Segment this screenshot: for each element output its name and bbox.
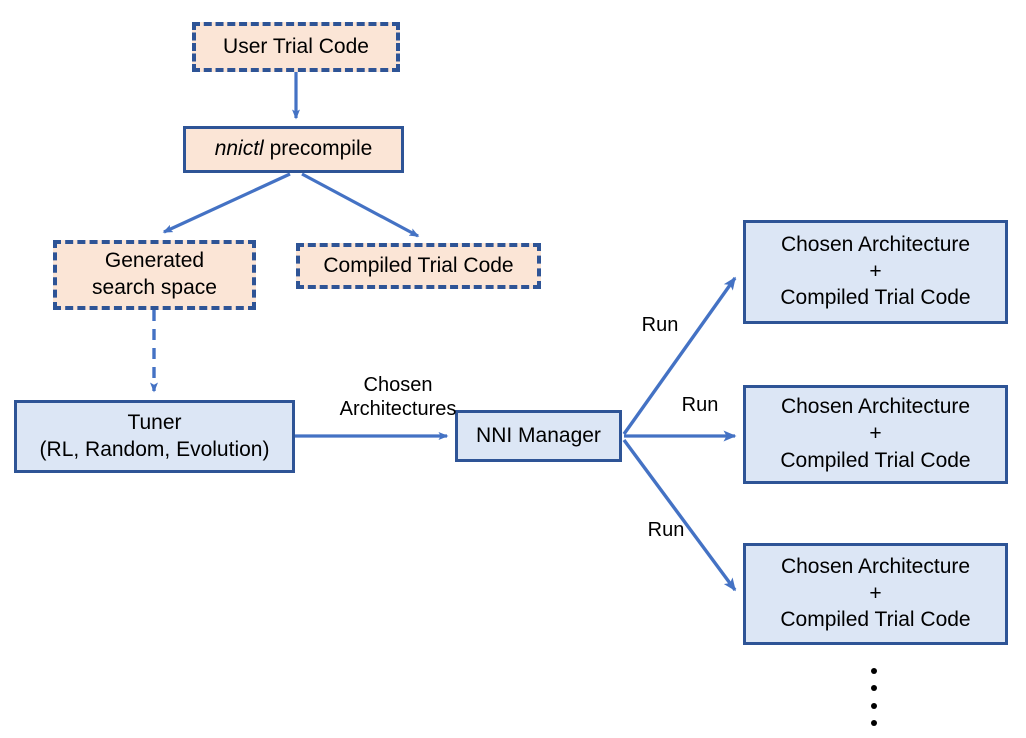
node-trial-3[interactable]: Chosen Architecture + Compiled Trial Cod… [743,543,1008,645]
ellipsis-dot [871,685,877,692]
edge-label-run-3: Run [647,519,685,541]
node-trial-1-line1: Chosen Architecture [780,232,971,256]
node-generated-search-space[interactable]: Generated search space [53,240,256,310]
node-trial-1-line3: Compiled Trial Code [780,286,971,310]
edge-label-run-1: Run [641,314,679,336]
ellipsis-dot [871,668,877,674]
node-trial-2-line1: Chosen Architecture [780,395,971,419]
node-generated-search-space-line2: search space [92,276,217,299]
node-trial-1-line2: + [869,259,882,283]
node-user-trial-code[interactable]: User Trial Code [192,22,400,72]
node-nnictl-precompile-label: nnictl precompile [215,136,373,163]
edge-nnictl-to-searchspace [162,172,291,234]
node-nni-manager[interactable]: NNI Manager [455,410,622,462]
node-generated-search-space-line1: Generated [104,249,205,273]
node-user-trial-code-label: User Trial Code [223,34,369,58]
vertical-ellipsis-icon [870,668,878,726]
edge-label-run-2: Run [681,394,719,416]
node-trial-1[interactable]: Chosen Architecture + Compiled Trial Cod… [743,220,1008,324]
node-tuner[interactable]: Tuner (RL, Random, Evolution) [14,400,295,473]
node-trial-3-line3: Compiled Trial Code [780,608,971,632]
ellipsis-dot [871,719,877,726]
node-compiled-trial-code-label: Compiled Trial Code [323,253,514,277]
node-nni-manager-label: NNI Manager [476,423,601,447]
node-nnictl-precompile[interactable]: nnictl precompile [183,126,404,173]
node-trial-3-line1: Chosen Architecture [780,554,971,578]
precompile-word: precompile [263,137,373,161]
node-trial-3-line2: + [869,581,882,605]
node-trial-2-line3: Compiled Trial Code [780,448,971,472]
edge-nnictl-to-compiledcode [301,172,420,238]
node-trial-2-line2: + [869,422,882,446]
node-compiled-trial-code[interactable]: Compiled Trial Code [296,243,541,289]
node-trial-2[interactable]: Chosen Architecture + Compiled Trial Cod… [743,385,1008,484]
node-tuner-line1: Tuner [127,410,182,434]
nnictl-keyword: nnictl [214,137,264,161]
ellipsis-dot [871,702,877,709]
edge-label-chosen-architectures: Chosen Architectures [339,374,457,420]
node-tuner-line2: (RL, Random, Evolution) [39,437,270,461]
edge-nnimanager-to-trial3 [622,438,737,592]
